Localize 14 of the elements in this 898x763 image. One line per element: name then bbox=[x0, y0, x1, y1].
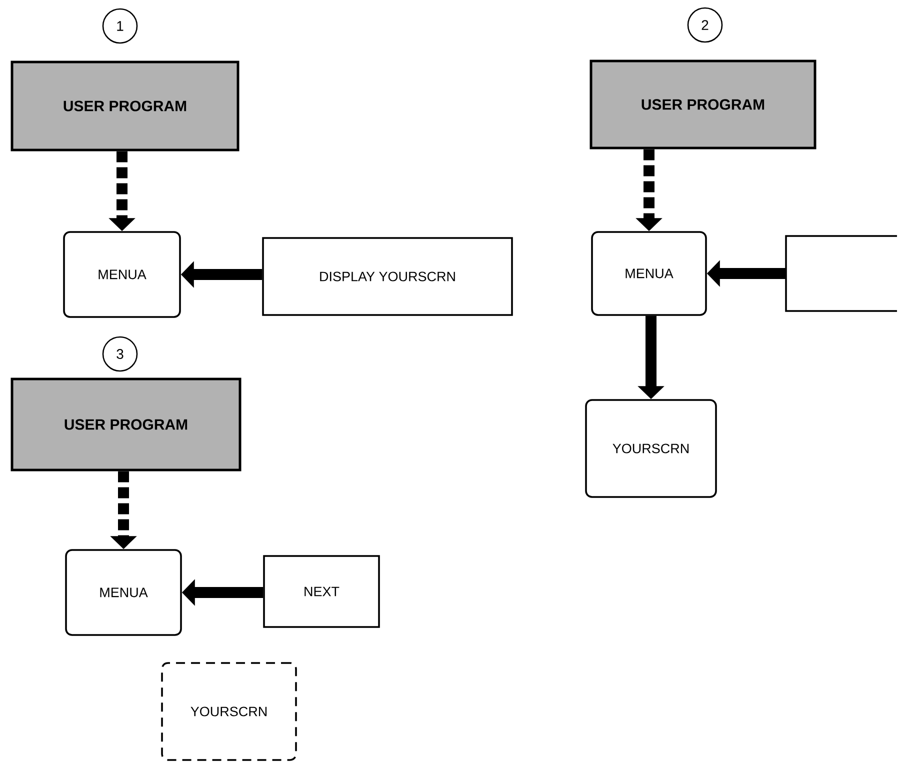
program-box: USER PROGRAM bbox=[10, 378, 242, 472]
circled-number: 1 bbox=[102, 8, 138, 44]
program-box: USER PROGRAM bbox=[10, 60, 240, 152]
program-box: USER PROGRAM bbox=[590, 60, 816, 150]
screen-box: YOURSCRN bbox=[585, 399, 717, 498]
command-box: NEXT bbox=[263, 555, 380, 628]
screen-box: MENUA bbox=[591, 231, 707, 316]
screen-box: MENUA bbox=[65, 549, 182, 636]
circled-number: 2 bbox=[687, 7, 723, 43]
command-box: DISPLAY YOURSCRN bbox=[262, 237, 513, 316]
screen-box: YOURSCRN bbox=[161, 662, 297, 761]
command-box bbox=[785, 235, 897, 312]
screen-box: MENUA bbox=[63, 231, 181, 318]
circled-number: 3 bbox=[102, 336, 138, 372]
